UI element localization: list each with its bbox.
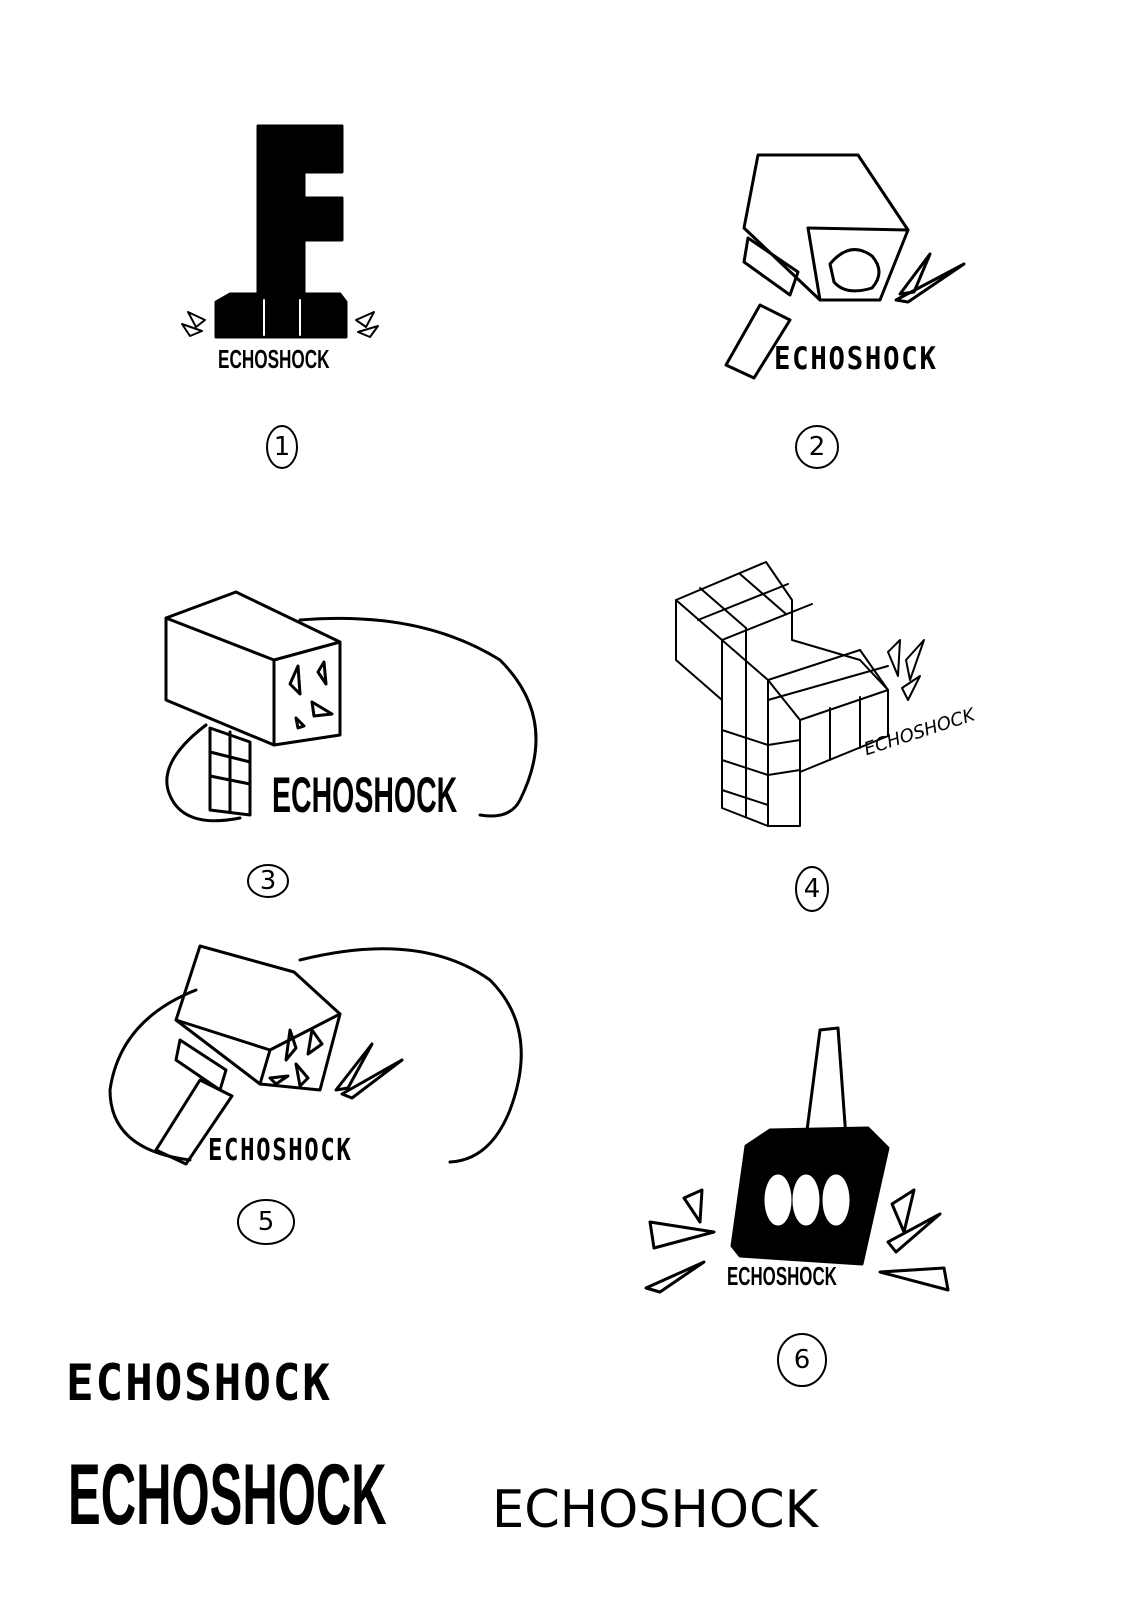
cube-letter-e-icon	[675, 561, 925, 827]
typeface-sample-bold-condensed: ECHOSHOCK	[68, 1447, 387, 1543]
letter-e-icon	[214, 124, 348, 339]
concept-2-number: 2	[808, 432, 826, 462]
concept-3-wordmark: ECHOSHOCK	[272, 767, 458, 823]
concept-2-wordmark: ECHOSHOCK	[774, 341, 938, 377]
hammer-icon	[164, 590, 538, 823]
hammer-head-icon	[644, 1026, 950, 1294]
typeface-sample-thin: ECHOSHOCK	[492, 1480, 819, 1540]
hammer-icon	[724, 153, 966, 380]
concept-5-number: 5	[257, 1207, 275, 1237]
concept-3-number: 3	[259, 866, 277, 896]
number-circles	[237, 425, 839, 1387]
typeface-sample-pixel: ECHOSHOCK	[66, 1354, 332, 1412]
concept-1-wordmark: ECHOSHOCK	[218, 344, 330, 374]
concept-6-wordmark: ECHOSHOCK	[727, 1261, 837, 1291]
impact-marks-icon	[181, 311, 379, 338]
concept-6-number: 6	[793, 1345, 811, 1375]
concept-4-number: 4	[803, 874, 821, 904]
concept-1-number: 1	[273, 432, 291, 462]
hammer-icon	[108, 944, 523, 1166]
concept-5-wordmark: ECHOSHOCK	[208, 1133, 353, 1168]
